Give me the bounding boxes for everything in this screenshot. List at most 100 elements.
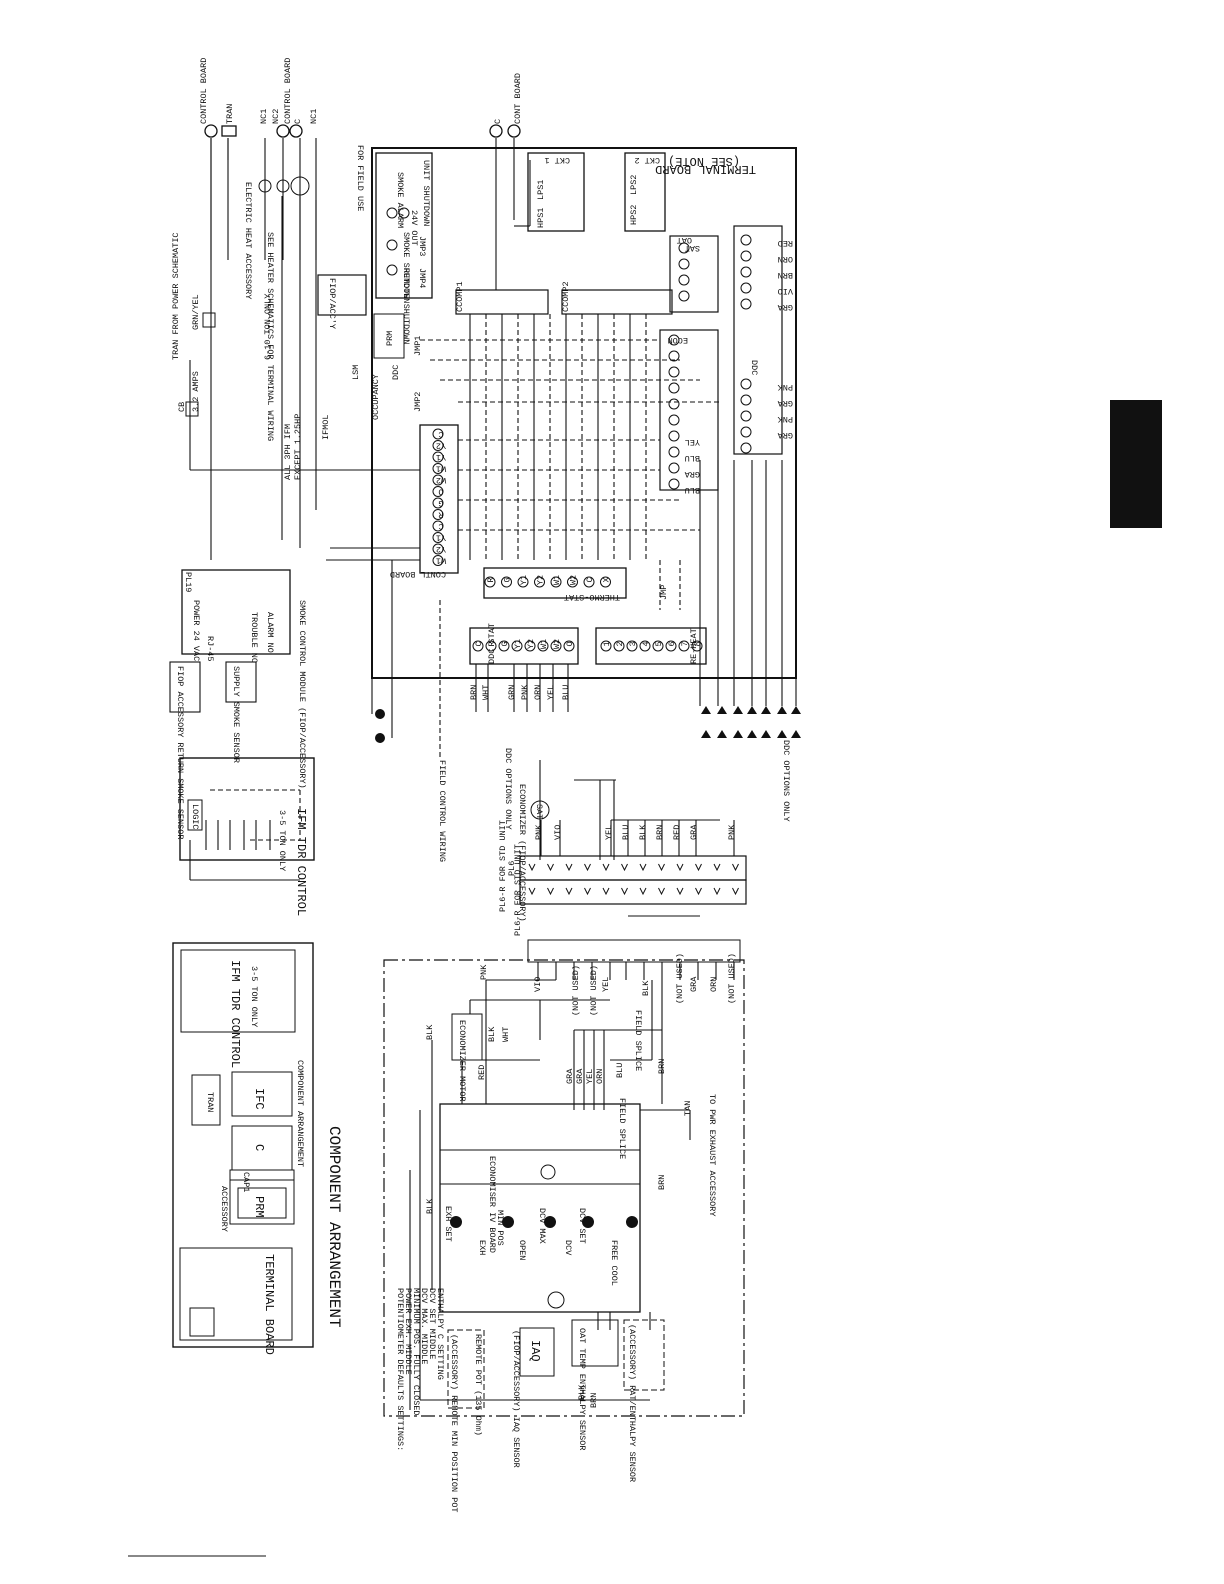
pl6-wire-label: YEL: [604, 825, 614, 840]
dcv-max-label: DCV MAX: [537, 1208, 547, 1244]
ddc-terminal: [740, 282, 752, 294]
control_board-terminal: [432, 474, 444, 486]
jmp2-label: JMP2: [413, 392, 423, 412]
reheat-terminal: [678, 640, 690, 652]
dcv-max-pot[interactable]: [544, 1216, 556, 1228]
thermostat-terminal: [484, 576, 496, 588]
ca-small-title: COMPONENT ARRANGEMENT: [295, 1060, 305, 1167]
right-ddc-wire-label: ORN: [778, 254, 793, 264]
ifm-tdr-subtitle: 3-5 TON ONLY: [277, 810, 287, 871]
hps2-label: HPS2: [629, 205, 639, 225]
exh-set-pot[interactable]: [450, 1216, 462, 1228]
pl6-pin: [565, 863, 573, 872]
control_board-terminal: [432, 532, 444, 543]
ddc_stat-terminal: [550, 640, 562, 652]
economizer-schematic: PL6-R FOR STD UNIT (NOT USED) (NOT USED)…: [383, 844, 745, 1513]
not-used-label: (NOT USED): [571, 965, 581, 1016]
economizer-board-inner: [439, 1149, 641, 1185]
terminal-board-note: (SEE NOTE): [668, 154, 740, 168]
reheat-jmp-label: JMP: [659, 585, 669, 600]
supply-sensor-label: SUPPLY SMOKE SENSOR: [231, 666, 241, 763]
prm-inner: [237, 1187, 287, 1219]
ddc-terminal: [740, 250, 752, 262]
rat-sensor-label: (ACCESSORY) RAT/ENTHALPY SENSOR: [627, 1324, 637, 1482]
terminal-marker: [289, 124, 303, 138]
reheat-terminal: [639, 640, 651, 652]
control-board-box: [419, 424, 459, 574]
thermostat-box: [483, 567, 627, 599]
thermostat-terminal: [534, 576, 545, 588]
lsm-label: LSM: [351, 365, 361, 380]
econ-terminal: [668, 350, 680, 362]
min-pos-pot[interactable]: [502, 1216, 514, 1228]
ca-terminal-board-label: TERMINAL BOARD: [262, 1254, 276, 1355]
iaq-sensor-label: (FIOP/ACCESSORY) IAQ SENSOR: [511, 1330, 521, 1468]
control_board-terminal-label: W2: [436, 475, 446, 485]
control_board-terminal: [432, 486, 444, 497]
smoke-terminal: [386, 264, 398, 276]
reheat-terminal: [691, 640, 703, 652]
ifm-tdr-component: [180, 949, 296, 1033]
fiop-label: FIOP/ACC'Y: [327, 278, 337, 329]
enthalpy-pot[interactable]: [626, 1216, 638, 1228]
ddc-terminal: [740, 234, 752, 246]
reheat-box: [595, 627, 707, 665]
header-label-c: C: [293, 119, 303, 124]
econ-wire-label: BLU: [615, 1063, 625, 1078]
econ-wire-label: RED: [477, 1065, 487, 1080]
ddc_stat-terminal-label: W1: [539, 639, 549, 649]
ifm-tdr-logic: LOGIC: [190, 804, 200, 830]
right-ddc-wire-label: PNK: [777, 414, 793, 424]
smoke-labels: UNIT SHUTDOWN SMOKE ALARM FOR FIELD USE …: [355, 145, 431, 345]
page-tab: [1110, 400, 1162, 528]
ifm-note-except: EXCEPT 1.25HP: [293, 414, 303, 480]
sat-block-sat: SAT: [534, 804, 544, 819]
reheat-terminal: [600, 640, 612, 652]
thermostat-terminal-label: W2: [569, 575, 579, 585]
prm-box: [373, 313, 405, 359]
ddc_stat-terminal-label: Y1: [513, 639, 523, 649]
ifm-tdr-logic-box: [187, 799, 203, 831]
econ-label: ECON: [668, 335, 688, 345]
economizer-pl6r-label: PL6-R FOR STD UNIT: [513, 844, 523, 936]
economizer-wire-labels: PNK VIO BLK YEL BLK GRA ORN BLU BRN BLK …: [425, 964, 719, 1408]
economizer-board: [439, 1103, 641, 1313]
right-ddc-wire-label: PNK: [777, 382, 793, 392]
econ-wire-label: TAN: [683, 1101, 693, 1116]
pl6-terminals: [528, 863, 739, 896]
ddc-stat-wire-label: ORN: [533, 685, 543, 700]
thermostat-terminal-label: R: [486, 577, 496, 582]
pl6r-pin: [676, 887, 684, 896]
smoke-control-labels: SMOKE CONTROL MODULE (FIOP/ACCESSORY) PO…: [183, 572, 307, 789]
ccomp2-box: [561, 289, 673, 315]
ground-dot: [375, 709, 385, 719]
prm-component: [229, 1179, 295, 1225]
reheat-terminal: [652, 640, 664, 652]
economizer-board-label: ECONOMISER IV BOARD: [487, 1156, 497, 1253]
return-sensor-label: FIOP ACCESSORY RETURN SMOKE SENSOR: [175, 666, 185, 839]
heat-relays: [258, 176, 310, 196]
wire-arrow: [777, 706, 787, 714]
ca-ifm-tdr-sub: 3-5 TON ONLY: [249, 966, 259, 1027]
right-ddc-wire-label: RED: [778, 238, 793, 248]
ca-ifc-label: IFC: [252, 1088, 266, 1110]
occupancy-label: OCCUPANCY: [371, 374, 381, 420]
ddc-options-only-label-2: DDC OPTIONS ONLY: [781, 740, 791, 822]
pl6-wire-label: GRA: [689, 824, 699, 840]
tran-from-power-label: TRAN FROM POWER SCHEMATIC: [171, 232, 181, 360]
pl6-pin: [584, 863, 591, 872]
ddc_stat-terminal: [563, 640, 575, 652]
remote-pot-label: (ACCESSORY) REMOTE MIN POSITION POT: [449, 1334, 459, 1513]
thermostat-terminal: [517, 576, 529, 588]
header-label-control-board: CONTROL BOARD: [199, 58, 209, 124]
hps1-label: HPS1: [536, 208, 546, 228]
control_board-terminal: [432, 428, 444, 440]
control_board-terminal-label: Y2: [436, 441, 446, 451]
smoke-control-title: SMOKE CONTROL MODULE (FIOP/ACCESSORY): [297, 600, 307, 789]
exh-set-label: EXH SET: [443, 1206, 453, 1242]
pl6-pin: [695, 863, 702, 872]
heater-note: SEE HEATER SCHEMATICS FOR TERMINAL WIRIN…: [265, 232, 275, 441]
ckt2-label: CKT 2: [634, 155, 660, 165]
dcv-set-pot[interactable]: [582, 1216, 594, 1228]
smoke-terminal: [386, 207, 398, 219]
